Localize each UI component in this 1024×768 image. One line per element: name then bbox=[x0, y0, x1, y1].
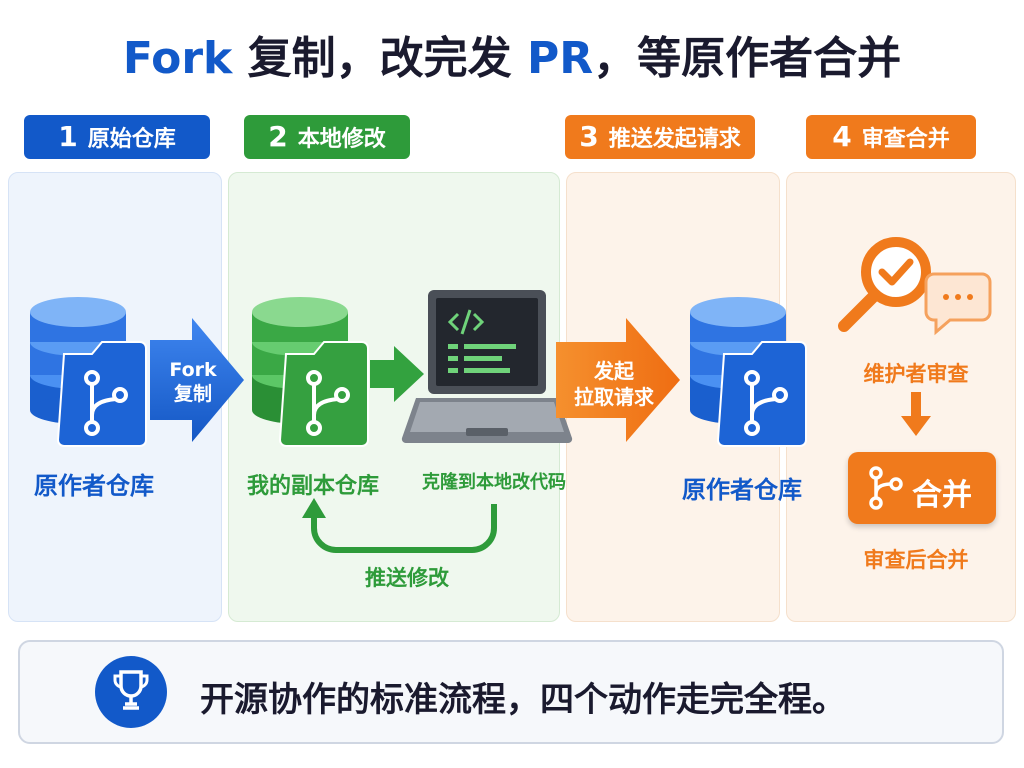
merge-button-label: 合并 bbox=[912, 478, 972, 513]
pr-arrow-label: 发起拉取请求 bbox=[574, 359, 654, 409]
chat-icon bbox=[924, 272, 992, 336]
title-pr: PR bbox=[526, 33, 594, 84]
push-loop-arrow bbox=[311, 504, 497, 553]
laptop-icon bbox=[401, 290, 573, 444]
branch-icon bbox=[278, 341, 369, 447]
code-icon bbox=[447, 309, 516, 373]
branch-icon bbox=[56, 341, 147, 447]
title-fork: Fork bbox=[122, 33, 233, 84]
fork-repo-label: 我的副本仓库 bbox=[246, 474, 379, 499]
fork-arrow bbox=[150, 318, 244, 442]
branch-icon bbox=[869, 466, 903, 510]
original-repo-label: 原作者仓库 bbox=[34, 472, 154, 500]
reviewer-label: 维护者审查 bbox=[863, 362, 969, 386]
merged-label: 审查后合并 bbox=[863, 548, 969, 572]
merge-button[interactable] bbox=[848, 452, 996, 524]
summary-text: 开源协作的标准流程，四个动作走完全程。 bbox=[200, 680, 846, 720]
page-title: Fork 复制，改完发 PR，等原作者合并 bbox=[0, 22, 1024, 86]
magnifier-check-icon bbox=[838, 237, 931, 332]
trophy-icon bbox=[113, 670, 149, 710]
clone-label: 克隆到本地改代码 bbox=[422, 472, 566, 493]
pull-request-arrow bbox=[556, 318, 680, 442]
branch-icon bbox=[716, 341, 807, 447]
target-repo-label: 原作者仓库 bbox=[682, 476, 802, 504]
trophy-badge bbox=[95, 656, 167, 728]
clone-arrow bbox=[370, 346, 424, 402]
push-label: 推送修改 bbox=[365, 566, 449, 590]
summary-box bbox=[18, 640, 1004, 744]
review-down-arrow bbox=[901, 392, 931, 436]
title-text-b: ，等原作者合并 bbox=[593, 33, 902, 84]
title-text-a: 复制，改完发 bbox=[247, 33, 512, 84]
